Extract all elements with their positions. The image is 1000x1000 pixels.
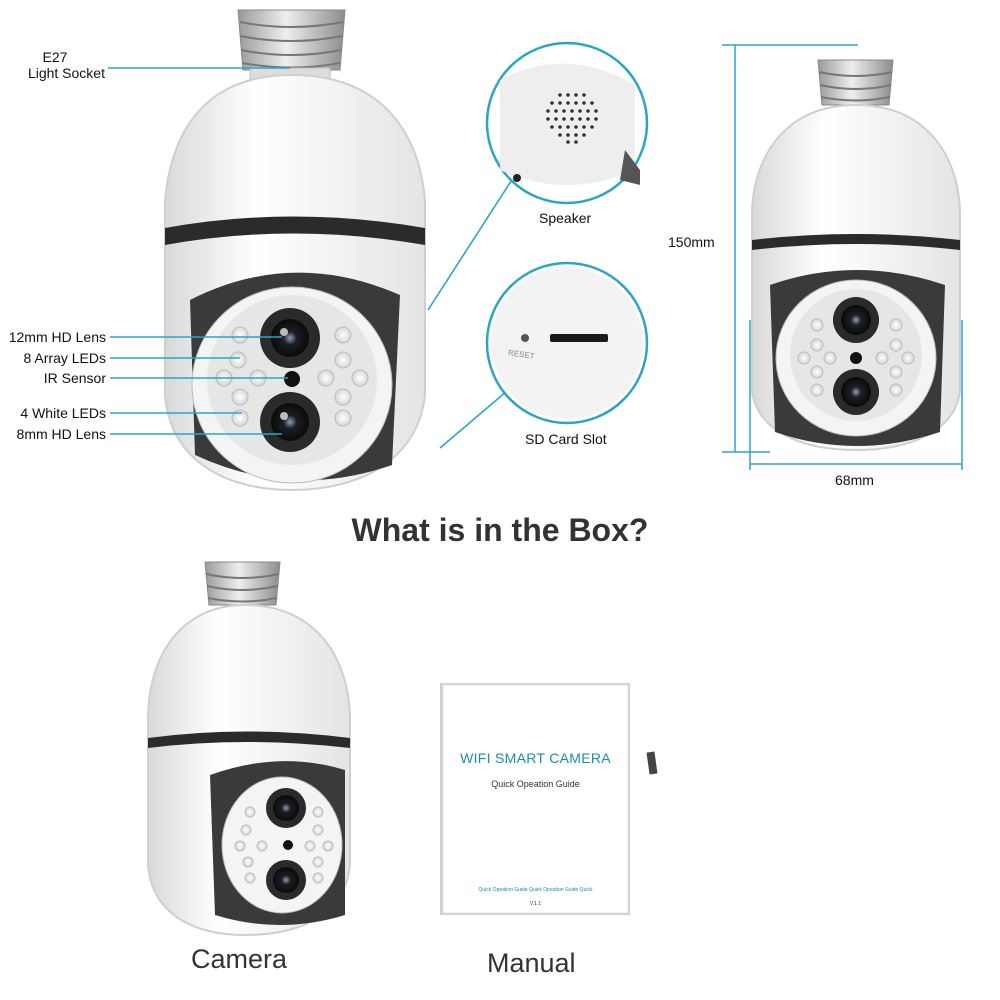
- sd-slot-caption: SD Card Slot: [525, 431, 607, 447]
- width-dimension: 68mm: [835, 472, 874, 488]
- height-dimension: 150mm: [668, 234, 715, 250]
- side-camera: [751, 59, 961, 452]
- socket-label-line1: E27: [42, 49, 68, 65]
- callout-lines: [108, 67, 521, 449]
- manual-title: WIFI SMART CAMERA: [460, 750, 611, 766]
- socket-label-line2: Light Socket: [27, 65, 105, 81]
- box-camera: [147, 561, 351, 937]
- sd-slot-detail: [485, 261, 649, 425]
- box-heading: What is in the Box?: [351, 512, 649, 548]
- manual-caption: Manual: [487, 948, 576, 978]
- dimension-lines: [722, 44, 963, 470]
- white-leds-label: 4 White LEDs: [20, 405, 106, 421]
- array-leds-label: 8 Array LEDs: [23, 350, 106, 366]
- lens8-label: 8mm HD Lens: [16, 426, 106, 442]
- camera-caption: Camera: [191, 944, 288, 974]
- ir-sensor-label: IR Sensor: [43, 370, 106, 386]
- speaker-detail: [485, 41, 649, 205]
- main-camera: [164, 9, 426, 492]
- socket-label: E27 Light Socket: [0, 49, 105, 81]
- manual-footer: Quick Opeation Guide Quick Opeation Guid…: [478, 887, 593, 893]
- lens12-label: 12mm HD Lens: [8, 329, 106, 345]
- manual-subtitle: Quick Opeation Guide: [491, 779, 580, 789]
- box-manual: [440, 683, 658, 915]
- manual-version: V.1.1: [529, 901, 542, 907]
- speaker-caption: Speaker: [539, 210, 592, 226]
